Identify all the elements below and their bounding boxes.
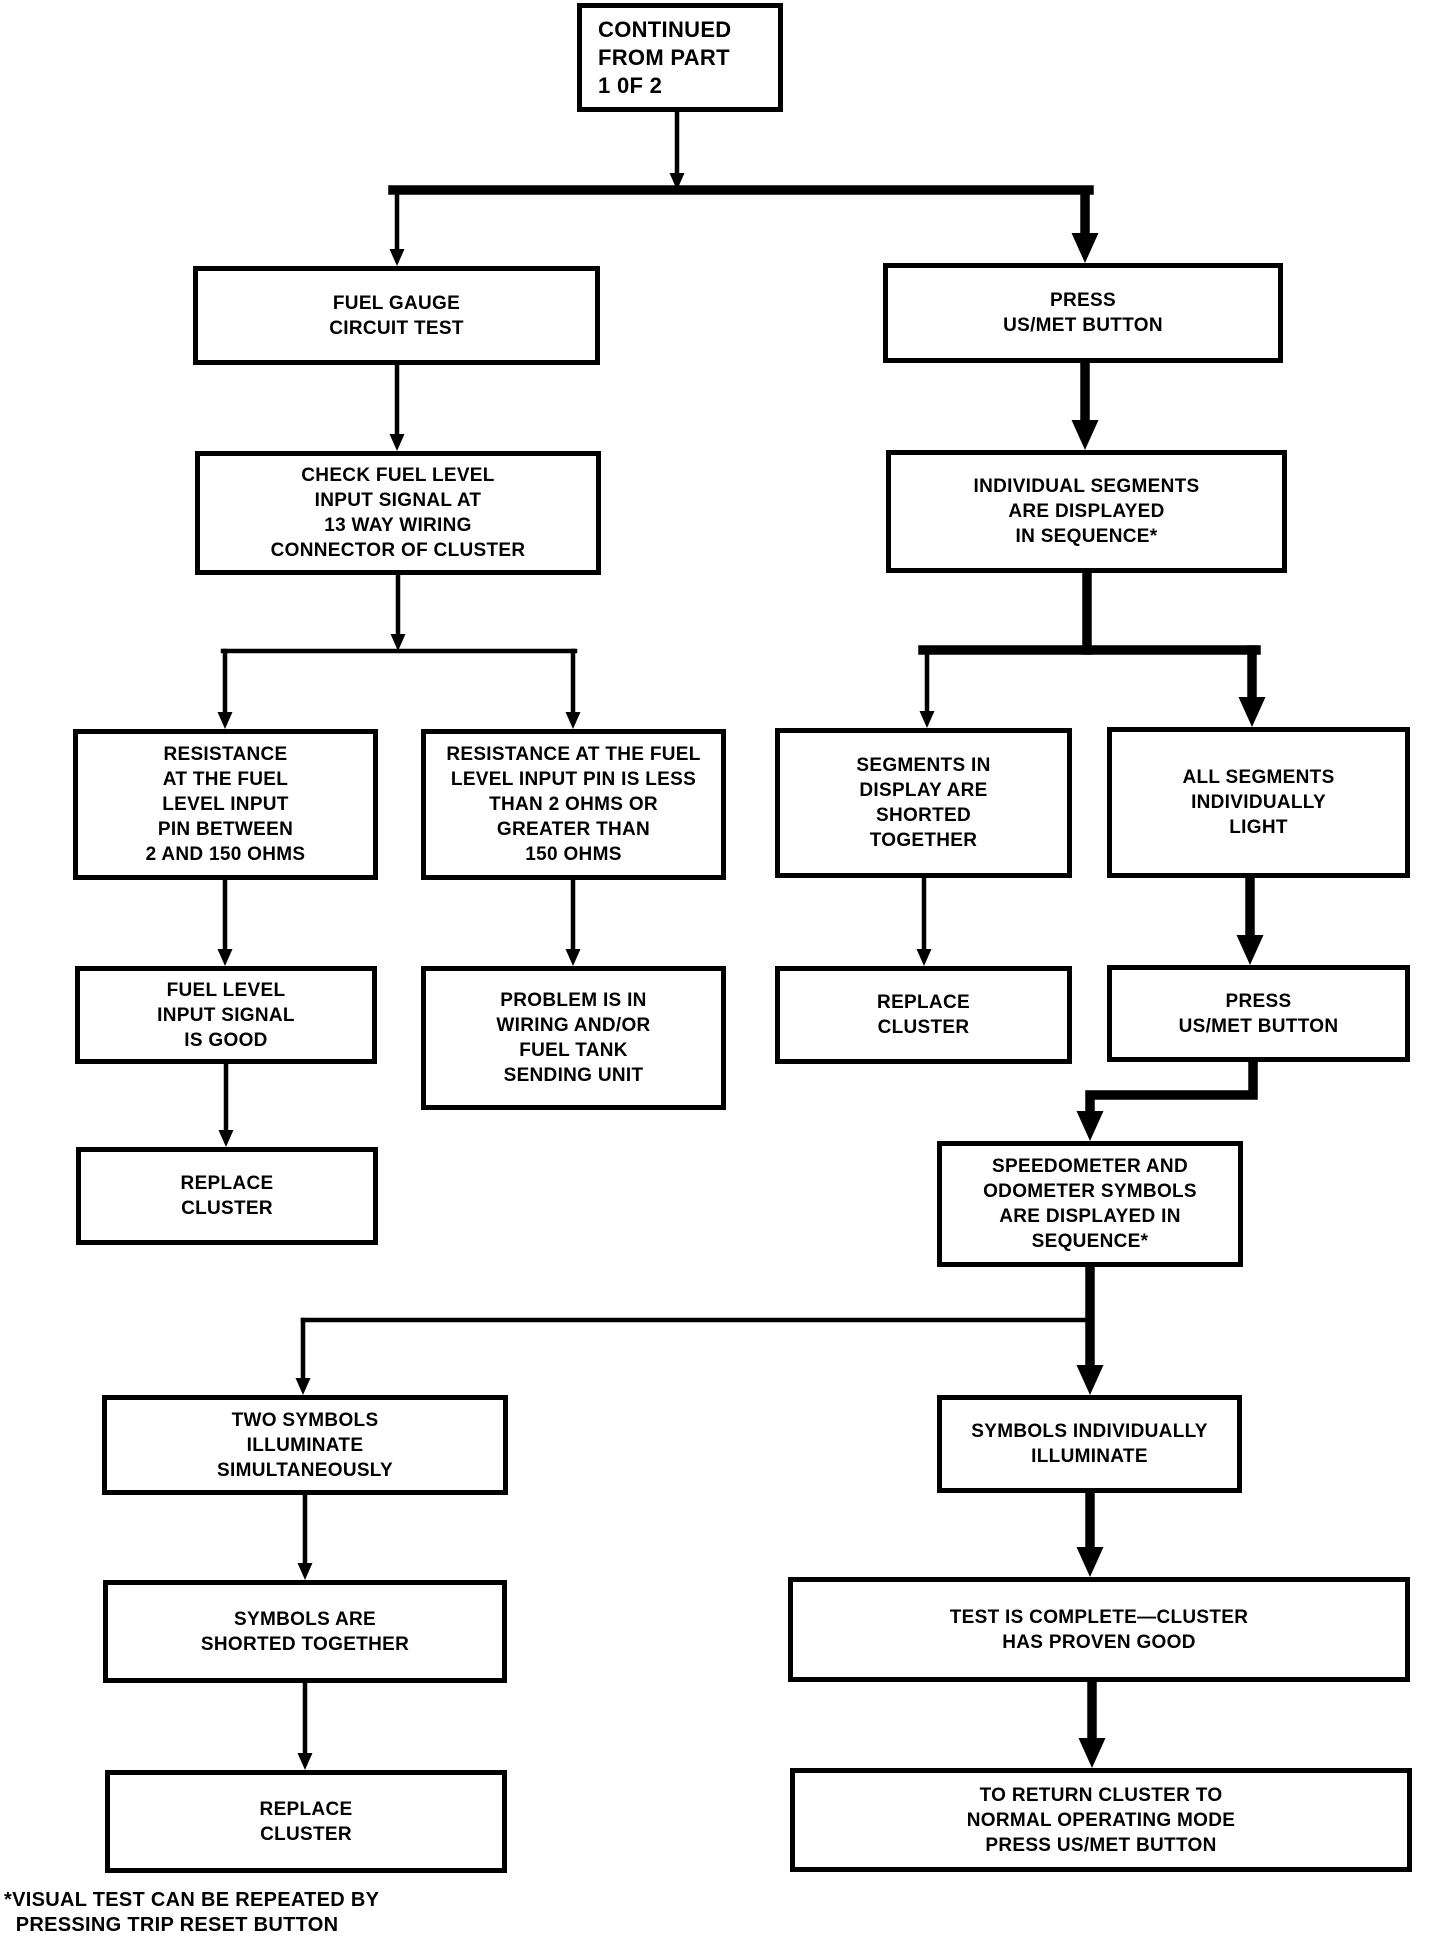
connector-arrowhead	[916, 949, 932, 966]
connector-arrowhead	[297, 1753, 313, 1770]
footnote: *VISUAL TEST CAN BE REPEATED BY PRESSING…	[4, 1889, 380, 1936]
connector-arrowhead	[217, 949, 233, 966]
resistance-out-of-range-box: RESISTANCE AT THE FUEL LEVEL INPUT PIN I…	[421, 729, 726, 880]
press-us-met-button-box-1: PRESS US/MET BUTTON	[883, 263, 1283, 363]
replace-cluster-box-1: REPLACE CLUSTER	[76, 1147, 378, 1245]
connector-arrowhead	[390, 634, 406, 651]
connector-arrowhead	[1078, 1738, 1106, 1768]
connector-arrowhead	[1071, 233, 1099, 263]
symbols-individually-illuminate-box: SYMBOLS INDIVIDUALLY ILLUMINATE	[937, 1395, 1242, 1493]
connector-arrowhead	[389, 434, 405, 451]
two-symbols-simultaneously-box: TWO SYMBOLS ILLUMINATE SIMULTANEOUSLY	[102, 1395, 508, 1495]
resistance-in-range-box: RESISTANCE AT THE FUEL LEVEL INPUT PIN B…	[73, 729, 378, 880]
speedometer-odometer-sequence-box: SPEEDOMETER AND ODOMETER SYMBOLS ARE DIS…	[937, 1141, 1243, 1267]
check-fuel-level-input-box: CHECK FUEL LEVEL INPUT SIGNAL AT 13 WAY …	[195, 451, 601, 575]
connector-arrowhead	[1071, 420, 1099, 450]
connector-arrowhead	[295, 1378, 311, 1395]
connector-arrowhead	[669, 173, 685, 190]
connector-arrowhead	[919, 711, 935, 728]
all-segments-individually-light-box: ALL SEGMENTS INDIVIDUALLY LIGHT	[1107, 727, 1410, 878]
connector-arrowhead	[389, 249, 405, 266]
connector-line	[1085, 1057, 1258, 1119]
connector-arrowhead	[1238, 697, 1266, 727]
problem-in-wiring-box: PROBLEM IS IN WIRING AND/OR FUEL TANK SE…	[421, 966, 726, 1110]
to-return-cluster-box: TO RETURN CLUSTER TO NORMAL OPERATING MO…	[790, 1768, 1412, 1872]
replace-cluster-box-2: REPLACE CLUSTER	[775, 966, 1072, 1064]
connector-arrowhead	[217, 712, 233, 729]
connector-arrowhead	[1236, 935, 1264, 965]
segments-shorted-together-box: SEGMENTS IN DISPLAY ARE SHORTED TOGETHER	[775, 728, 1072, 878]
continued-from-part-box: CONTINUED FROM PART 1 0F 2	[577, 3, 783, 112]
symbols-are-shorted-box: SYMBOLS ARE SHORTED TOGETHER	[103, 1580, 507, 1683]
connector-arrowhead	[218, 1130, 234, 1147]
connector-arrowhead	[297, 1563, 313, 1580]
fuel-gauge-circuit-test-box: FUEL GAUGE CIRCUIT TEST	[193, 266, 600, 365]
test-complete-box: TEST IS COMPLETE—CLUSTER HAS PROVEN GOOD	[788, 1577, 1410, 1682]
connector-arrowhead	[565, 712, 581, 729]
individual-segments-displayed-box: INDIVIDUAL SEGMENTS ARE DISPLAYED IN SEQ…	[886, 450, 1287, 573]
connector-arrowhead	[1076, 1365, 1104, 1395]
connector-arrowhead	[1076, 1111, 1104, 1141]
replace-cluster-box-3: REPLACE CLUSTER	[105, 1770, 507, 1873]
connector-arrowhead	[565, 949, 581, 966]
fuel-level-input-good-box: FUEL LEVEL INPUT SIGNAL IS GOOD	[75, 966, 377, 1064]
press-us-met-button-box-2: PRESS US/MET BUTTON	[1107, 965, 1410, 1062]
connector-arrowhead	[1076, 1547, 1104, 1577]
